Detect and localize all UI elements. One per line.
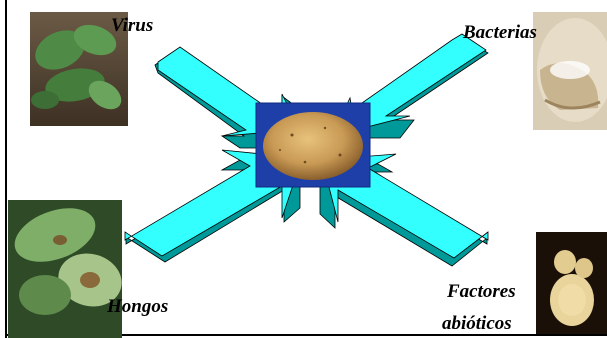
factores-tuber-photo <box>536 232 607 334</box>
label-bacterias: Bacterias <box>463 22 537 44</box>
label-factores-line1: Factores <box>447 281 516 303</box>
label-virus: Virus <box>111 15 153 37</box>
potato-photo <box>256 103 370 187</box>
bacterias-tuber-photo <box>533 12 607 130</box>
label-factores-line2: abióticos <box>442 313 512 335</box>
label-hongos: Hongos <box>107 296 168 318</box>
